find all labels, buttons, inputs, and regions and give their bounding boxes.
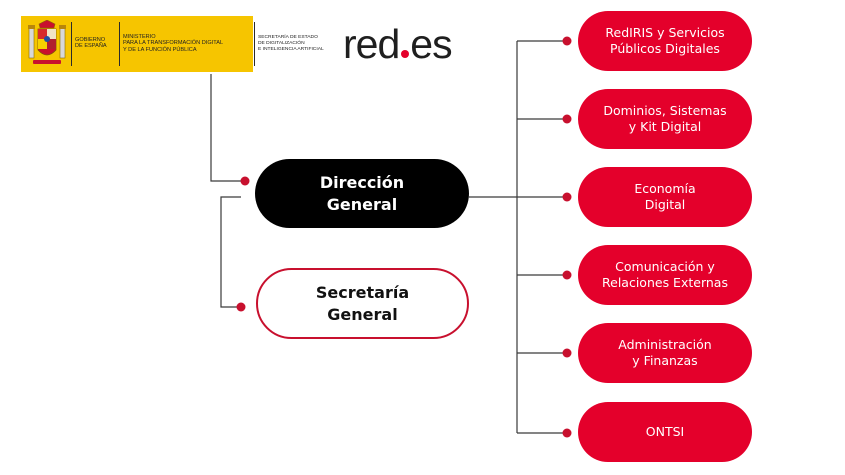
area-node-rediris: RedIRIS y Servicios Públicos Digitales [578, 11, 752, 71]
area-node-administracion: Administración y Finanzas [578, 323, 752, 383]
area-node-comunicacion: Comunicación y Relaciones Externas [578, 245, 752, 305]
direccion-general-node: Dirección General [255, 159, 469, 228]
gobierno-label: GOBIERNO DE ESPAÑA [75, 37, 107, 50]
area-label: Economía Digital [634, 181, 696, 212]
area-node-dominios: Dominios, Sistemas y Kit Digital [578, 89, 752, 149]
secretaria-panel: SECRETARÍA DE ESTADO DE DIGITALIZACIÓN E… [253, 16, 324, 72]
red-es-logo-left: red [343, 21, 400, 67]
area-label: Administración y Finanzas [618, 337, 712, 368]
secretaria-general-node: Secretaría General [256, 268, 469, 339]
secretaria-label: SECRETARÍA DE ESTADO DE DIGITALIZACIÓN E… [258, 35, 324, 52]
red-es-logo-dot [401, 50, 410, 58]
area-label: ONTSI [645, 424, 685, 439]
red-es-logo-right: es [410, 21, 452, 67]
ministerio-label: MINISTERIO PARA LA TRANSFORMACIÓN DIGITA… [123, 34, 224, 53]
area-label: Comunicación y Relaciones Externas [602, 259, 728, 290]
secretaria-general-label: Secretaría General [315, 282, 410, 324]
area-label: Dominios, Sistemas y Kit Digital [603, 103, 727, 134]
area-label: RedIRIS y Servicios Públicos Digitales [605, 25, 725, 56]
direccion-general-label: Dirección General [319, 172, 405, 214]
area-node-economia: Economía Digital [578, 167, 752, 227]
area-node-ontsi: ONTSI [578, 402, 752, 462]
spain-coat-of-arms-icon [28, 20, 66, 64]
government-logo-banner: GOBIERNO DE ESPAÑA MINISTERIO PARA LA TR… [21, 16, 324, 72]
